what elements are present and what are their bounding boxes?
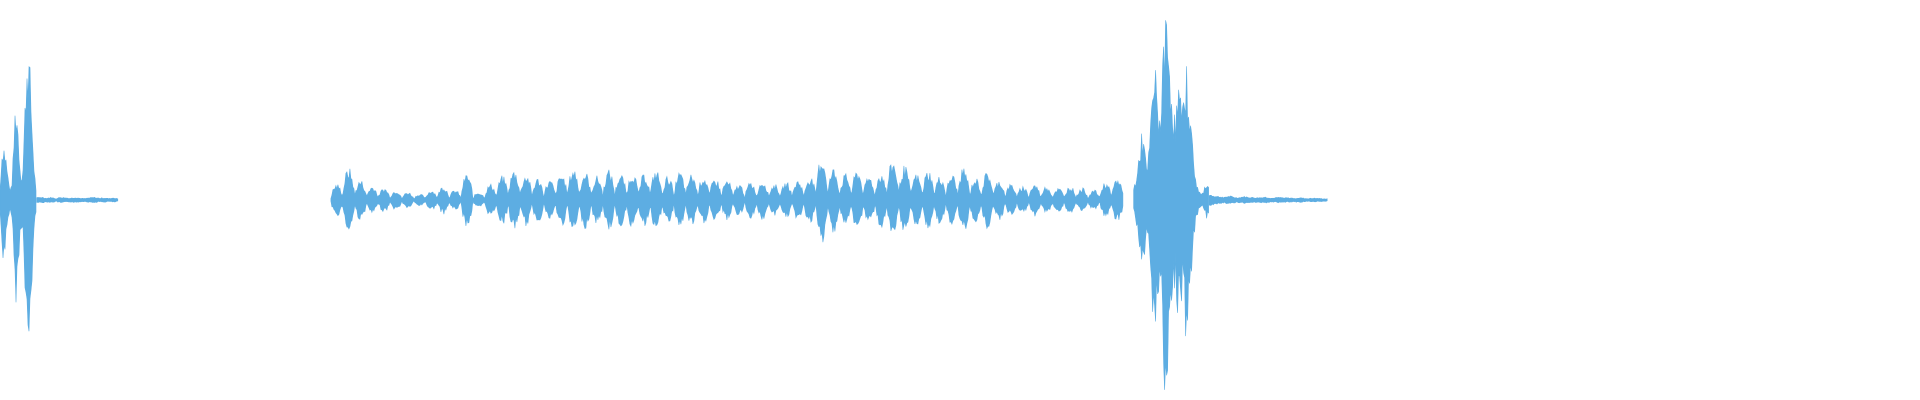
- waveform-trace: [0, 20, 1328, 390]
- waveform-segment-tail-1: [36, 196, 119, 203]
- waveform-segment-tail-2: [1208, 195, 1328, 206]
- waveform-segment-speech-segment: [330, 164, 1124, 243]
- waveform-segment-burst-1: [0, 66, 37, 332]
- waveform-segment-burst-2: [1133, 20, 1209, 390]
